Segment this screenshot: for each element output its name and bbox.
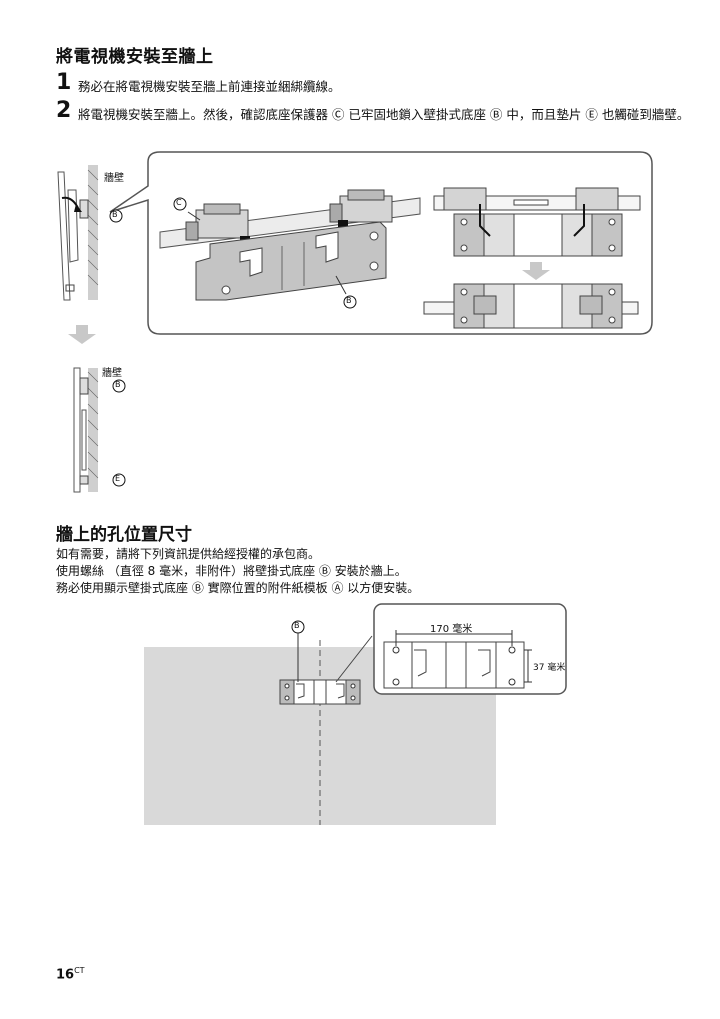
dimension-width: 170 毫米	[430, 624, 473, 635]
section-heading: 牆上的孔位置尺寸	[56, 525, 192, 545]
down-arrow	[68, 325, 96, 344]
step-text: 將電視機安裝至牆上。然後，確認底座保護器 Ⓒ 已牢固地鎖入壁掛式底座 Ⓑ 中，而…	[78, 107, 690, 122]
front-view-after	[423, 283, 639, 329]
dimension-height: 37 毫米	[533, 663, 566, 673]
bracket-template	[279, 679, 361, 705]
step-number: 1	[56, 70, 72, 95]
protector-left	[185, 203, 249, 241]
step-number: 2	[56, 98, 72, 123]
paragraph: 務必使用顯示壁掛式底座 Ⓑ 實際位置的附件紙模板 Ⓐ 以方便安裝。	[56, 581, 420, 595]
paragraph: 使用螺絲 （直徑 8 毫米，非附件）將壁掛式底座 Ⓑ 安裝於牆上。	[56, 564, 407, 578]
marker-b: B	[346, 296, 352, 305]
side-view-bottom	[73, 367, 99, 493]
wall-label: 牆壁	[102, 368, 122, 379]
marker-c: C	[176, 198, 182, 207]
front-view-before	[433, 187, 641, 257]
side-view-top	[57, 165, 99, 301]
step-text: 務必在將電視機安裝至牆上前連接並綑綁纜線。	[78, 79, 341, 94]
dimension-bracket	[383, 641, 525, 689]
wall-label: 牆壁	[104, 173, 124, 184]
marker-e: E	[115, 474, 121, 483]
marker-b: B	[294, 621, 300, 630]
protector-right	[329, 189, 393, 223]
marker-b: B	[112, 210, 118, 219]
marker-b: B	[115, 380, 121, 389]
page-number: 16CT	[56, 966, 85, 983]
paragraph: 如有需要，請將下列資訊提供給經授權的承包商。	[56, 547, 321, 561]
page-title: 將電視機安裝至牆上	[56, 47, 214, 67]
